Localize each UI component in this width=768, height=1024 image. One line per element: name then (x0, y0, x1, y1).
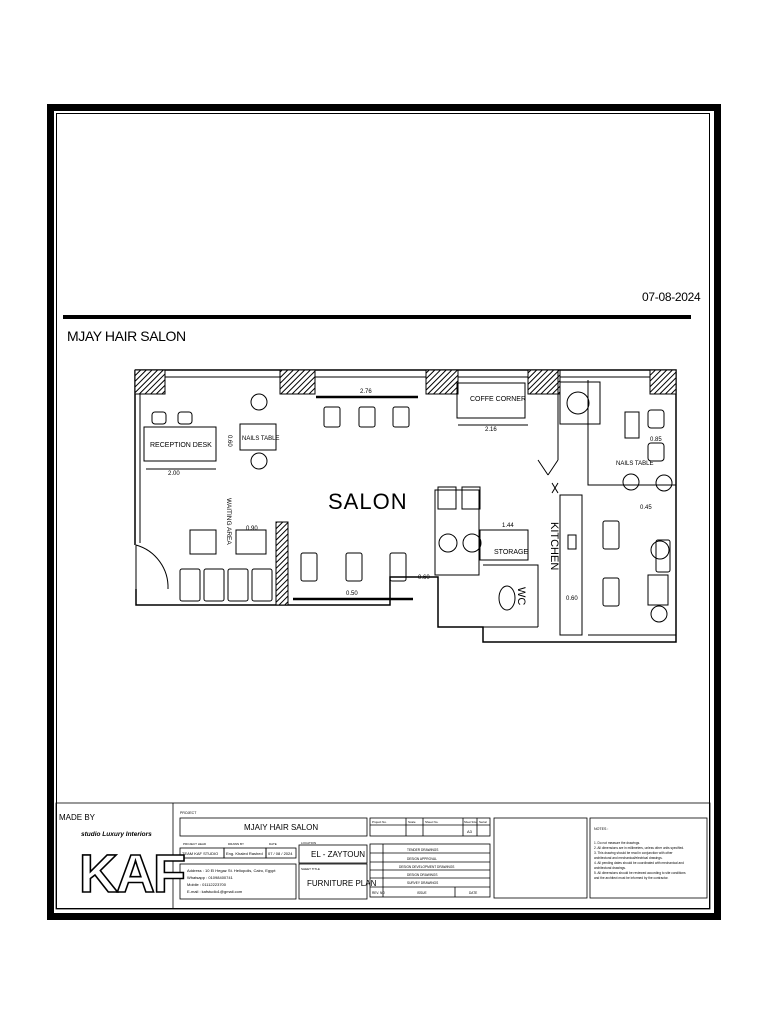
label-reception: RECEPTION DESK (150, 442, 212, 449)
dim-reception: 2.00 (168, 471, 180, 477)
location-label: LOCATION (301, 841, 316, 845)
sheet-no-label: Sheet No. (425, 820, 439, 824)
kaf-logo: KAF (79, 844, 185, 904)
revision-4: DESIGN DRAWINGS (407, 873, 438, 877)
revision-2: DESIGN APPROVAL (407, 857, 437, 861)
project-no-label: Project No. (372, 820, 387, 824)
note-line: 3. This drawing should be read in conjun… (594, 851, 674, 855)
dim-right-1: 0.85 (650, 437, 662, 443)
address: Address : 10 El Hegaz St. Heliopolis, Ca… (187, 868, 276, 873)
mobile: Mobile : 01112223700 (187, 882, 227, 887)
engineer-name: Eng. Khaled Rashed (226, 851, 263, 856)
note-line: 2. All dimensions are in millimeters, un… (594, 846, 684, 850)
issue-label: ISSUE (417, 891, 427, 895)
studio-name: TEAM KAF STUDIO (182, 851, 218, 856)
note-line: architectural drawings. (594, 866, 626, 870)
project-name: MJAIY HAIR SALON (244, 823, 318, 832)
label-nails-right: NAILS TABLE (616, 461, 653, 467)
sheet-size-label: Sheet Size (464, 820, 477, 824)
logo-tagline: studio Luxury Interiors (81, 831, 152, 838)
note-line: 4. All pending dates should be coordinat… (594, 861, 684, 865)
drawn-date: 07 / 08 / 2024 (268, 851, 293, 856)
whatsapp: Whatsapp : 01098400741 (187, 875, 234, 880)
dim-storage: 1.44 (502, 523, 514, 529)
rev-no-label: REV. NO (372, 891, 385, 895)
made-by-label: MADE BY (59, 813, 96, 822)
title-block: MADE BY studio Luxury Interiors KAF PROJ… (55, 802, 711, 910)
dim-bottom: 0.50 (346, 591, 358, 597)
floor-plan: SALON RECEPTION DESK NAILS TABLE WAITING… (134, 369, 677, 643)
label-waiting: WAITING AREA (225, 498, 232, 545)
project-title: MJAY HAIR SALON (67, 328, 186, 344)
dim-door: 0.60 (418, 575, 430, 581)
dim-coffee: 2.16 (485, 427, 497, 433)
inner-border (56, 113, 710, 909)
note-line: and the architect must be informed by th… (594, 876, 669, 880)
label-coffee: COFFE CORNER (470, 396, 526, 403)
note-line: 1. Do not measure the drawings. (594, 841, 640, 845)
sheet-title: FURNITURE PLAN (307, 879, 377, 888)
drawing-date: 07-08-2024 (642, 290, 701, 304)
revision-1: TENDER DRAWINGS (407, 848, 438, 852)
project-head-label: PROJECT HEAD (183, 842, 207, 846)
dim-kitchen: 0.60 (566, 596, 578, 602)
dim-right-2: 0.45 (640, 505, 652, 511)
label-kitchen: KITCHEN (548, 522, 560, 570)
drawn-by-label: DRAWN BY (228, 842, 244, 846)
revision-3: DESIGN DEVELOPMENT DRAWINGS (399, 865, 454, 869)
note-line: architectural and mechanical/electrical … (594, 856, 663, 860)
sheet-title-label: SHEET TITLE (301, 867, 320, 871)
sheet-size-value: A3 (467, 829, 473, 834)
serial-label: Serial (479, 820, 487, 824)
revision-5: SURVEY DRAWINGS (407, 881, 438, 885)
label-salon: SALON (328, 489, 408, 514)
header-rule (63, 315, 691, 319)
date-col-label: DATE (469, 891, 477, 895)
location-value: EL - ZAYTOUN (311, 850, 365, 859)
dim-top: 2.76 (360, 389, 372, 395)
scale-label: Scale (408, 820, 416, 824)
label-nails-left: NAILS TABLE (242, 436, 279, 442)
project-label: PROJECT (180, 811, 197, 815)
drawing-sheet-frame (47, 104, 721, 920)
note-line: 5. All dimensions should be reviewed acc… (594, 871, 686, 875)
notes-title: NOTES : (594, 827, 608, 831)
drawing-sheet (54, 111, 714, 913)
date-label: DATE (269, 842, 277, 846)
email: E-mail : kafstudio1@gmail.com (187, 889, 243, 894)
label-storage: STORAGE (494, 549, 528, 556)
dim-nails: 0.60 (226, 435, 232, 447)
label-wc: WC (515, 587, 527, 605)
dim-waiting: 0.90 (246, 526, 258, 532)
